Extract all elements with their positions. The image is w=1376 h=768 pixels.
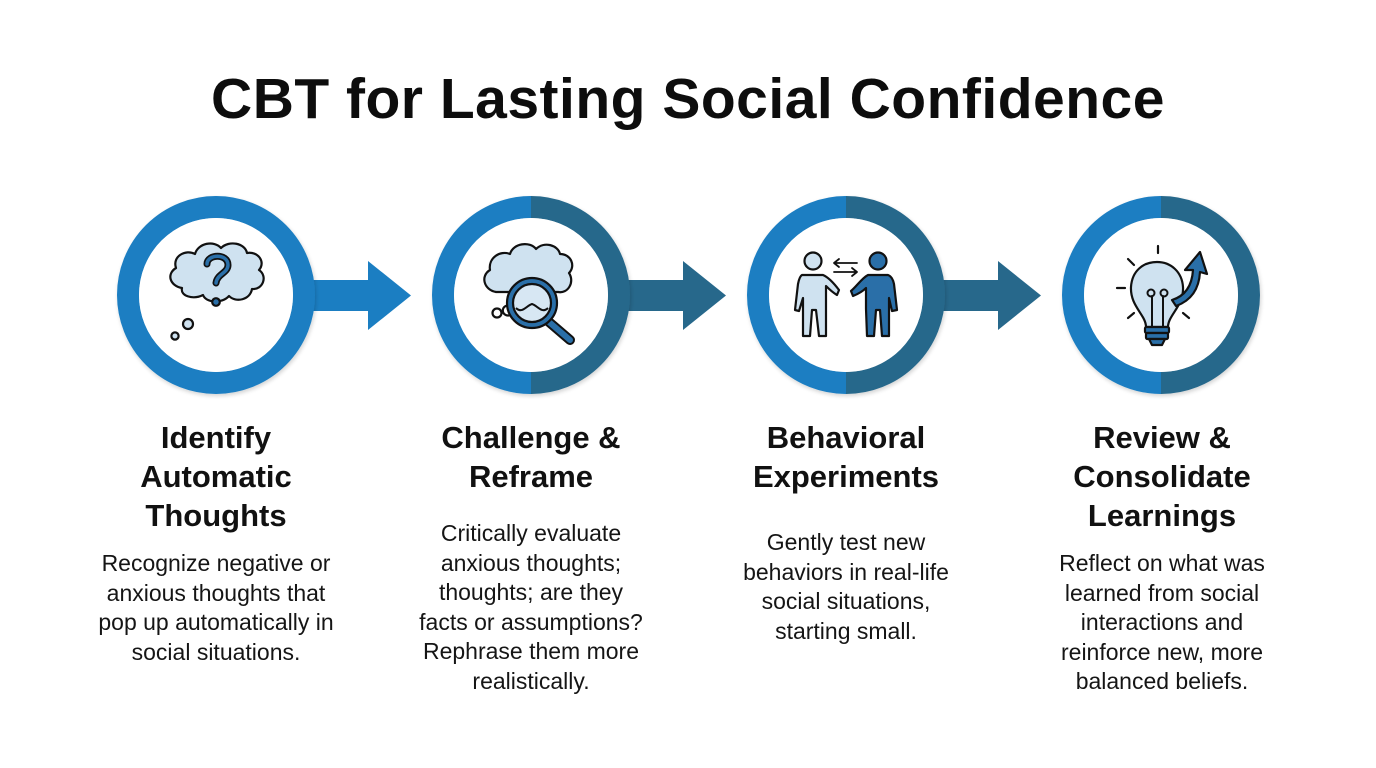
step-4: Review & Consolidate Learnings Reflect o… <box>1012 418 1312 697</box>
arrow-right-icon <box>300 261 411 330</box>
arrow-right-icon <box>615 261 726 330</box>
step-description: Reflect on what was learned from social … <box>1059 550 1265 694</box>
page-title: CBT for Lasting Social Confidence <box>211 67 1165 131</box>
lightbulb-growth-arrow-icon <box>1115 244 1209 347</box>
two-people-exchange-icon <box>793 251 899 338</box>
step-description: Recognize negative or anxious thoughts t… <box>98 550 334 665</box>
step-2: Challenge & Reframe Critically evaluate … <box>381 418 681 696</box>
arrow-right-icon <box>930 261 1041 330</box>
step-1: Identify Automatic Thoughts Recognize ne… <box>66 418 366 667</box>
step-3-ring <box>747 196 945 394</box>
step-3: Behavioral Experiments Gently test new b… <box>696 418 996 646</box>
step-description: Critically evaluate anxious thoughts; th… <box>419 520 643 694</box>
step-heading: Identify Automatic Thoughts <box>140 420 292 533</box>
step-heading: Review & Consolidate Learnings <box>1073 420 1251 533</box>
thought-cloud-question-icon <box>169 242 265 341</box>
step-description: Gently test new behaviors in real-life s… <box>743 529 949 644</box>
magnifying-glass-thought-icon <box>483 243 575 345</box>
step-heading: Behavioral Experiments <box>752 420 940 494</box>
step-heading: Challenge & Reframe <box>441 420 621 494</box>
